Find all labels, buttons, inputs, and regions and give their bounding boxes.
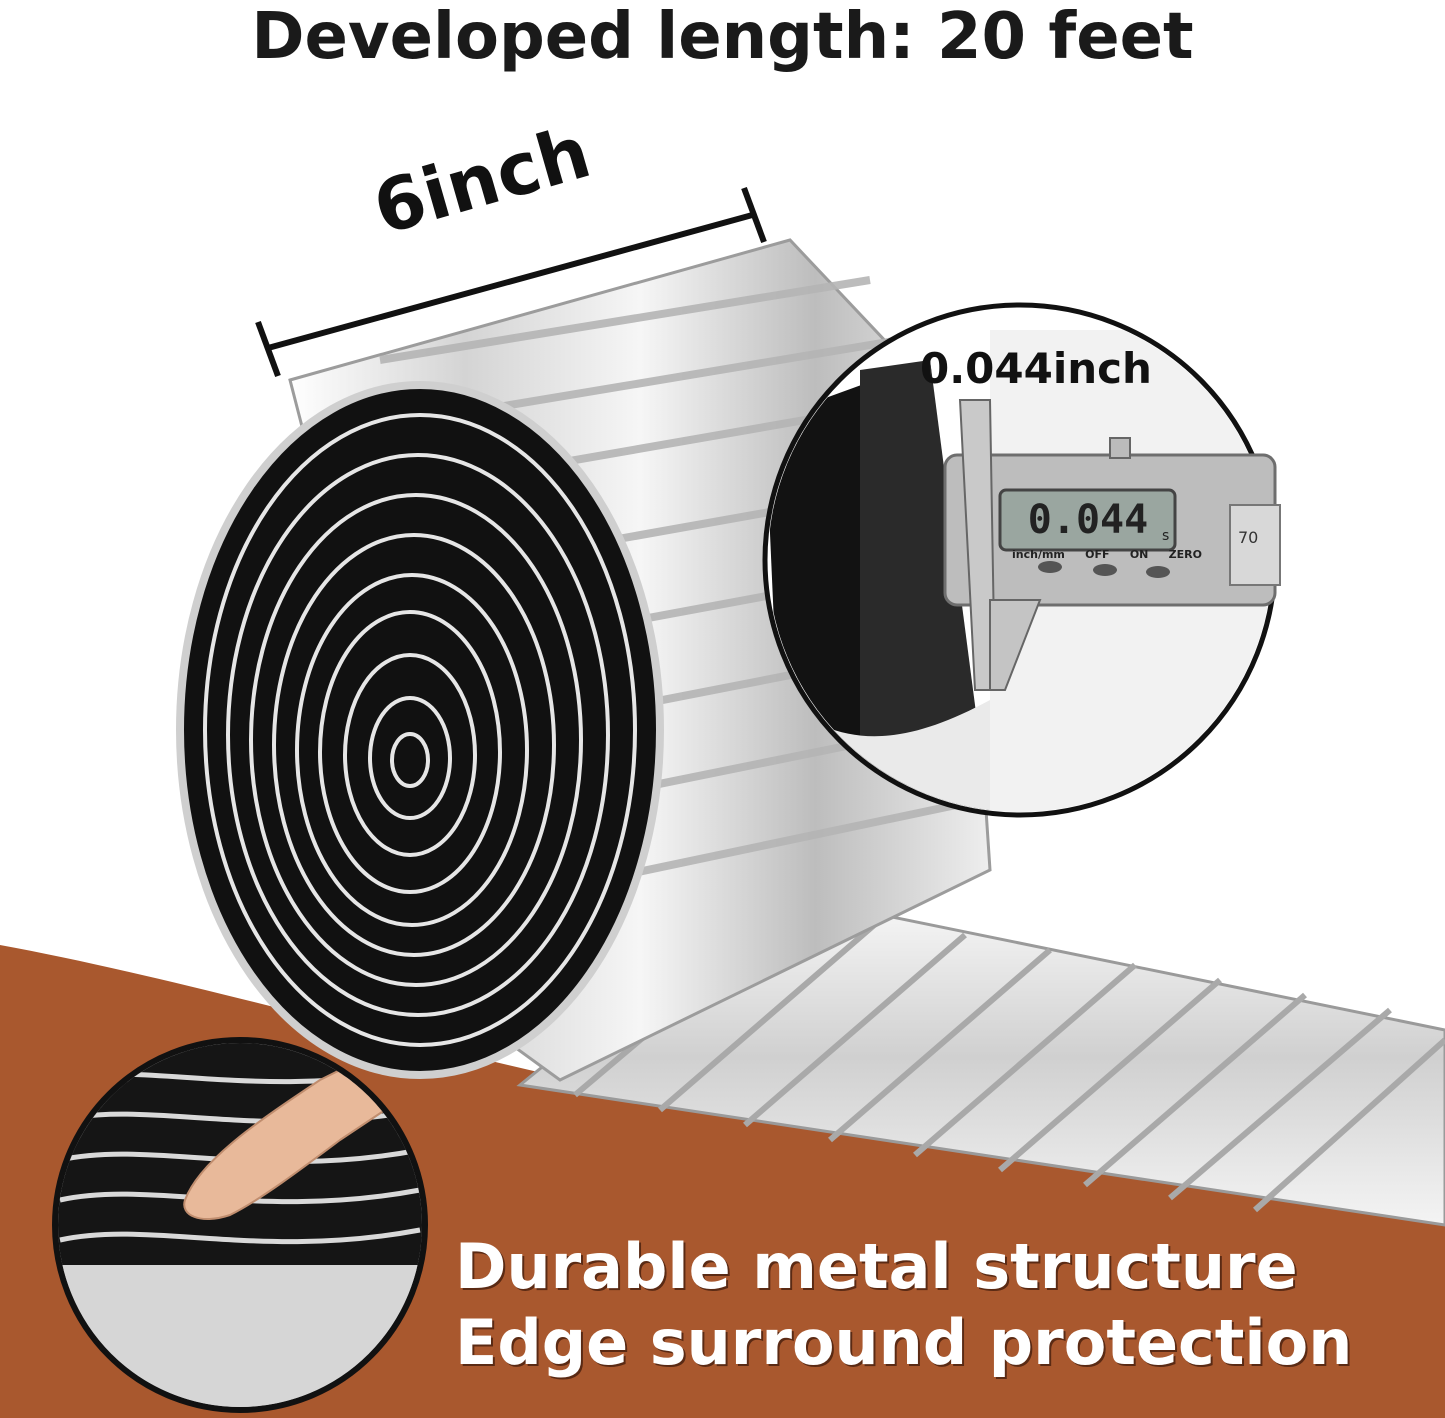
caliper-unit-suffix: s — [1162, 528, 1170, 544]
caliper-buttons: inch/mm OFF ON ZERO — [1012, 548, 1202, 561]
caliper-display: 0.044 — [1027, 497, 1149, 543]
coil-face — [176, 381, 664, 1079]
promo-line-2: Edge surround protection — [455, 1306, 1353, 1379]
caliper-button-zero: ZERO — [1168, 548, 1202, 561]
digital-caliper — [943, 399, 1281, 691]
caliper-button-off: OFF — [1085, 548, 1110, 561]
width-dimension-line — [255, 186, 767, 378]
headline: Developed length: 20 feet — [251, 0, 1194, 74]
caliper-button-on: ON — [1129, 548, 1149, 561]
thickness-label: 0.044inch — [920, 344, 1152, 393]
caliper-button-units: inch/mm — [1012, 548, 1065, 561]
promo-line-1: Durable metal structure — [455, 1230, 1298, 1303]
caliper-scale-text: 70 — [1238, 528, 1259, 547]
